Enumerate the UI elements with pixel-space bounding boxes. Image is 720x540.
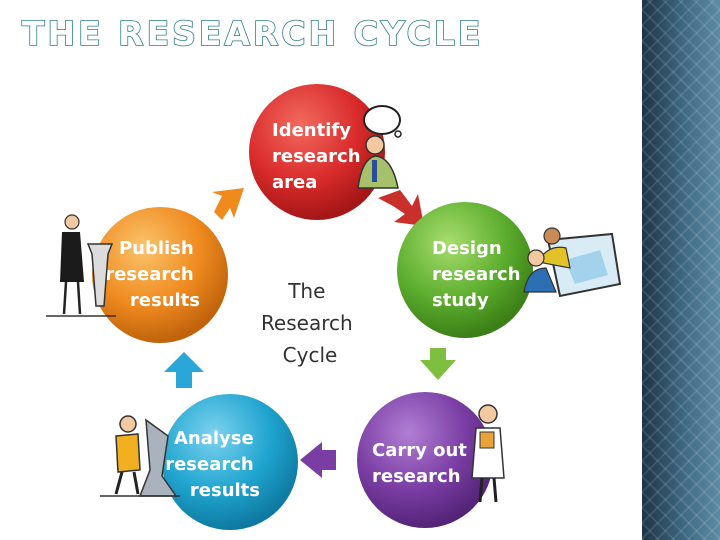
arrow-identify-to-design	[378, 190, 424, 226]
stage-carry-out-circle	[357, 392, 493, 528]
center-label: The Research Cycle	[261, 279, 359, 367]
people-studying-map-icon	[523, 227, 622, 298]
stage-design-label: Design research study	[432, 238, 527, 311]
person-with-microscope-icon	[100, 415, 180, 497]
stage-analyse-label: Analyse research results	[165, 428, 260, 501]
arrow-analyse-to-publish	[164, 352, 204, 388]
speaker-at-podium-icon	[46, 214, 116, 317]
arrow-carry-out-to-analyse	[300, 442, 336, 478]
stage-identify-label: Identify research area	[272, 120, 367, 193]
stage-carry-out-label: Carry out research	[372, 440, 473, 487]
decorative-side-bar	[642, 0, 720, 540]
stage-analyse-circle	[162, 394, 298, 530]
stage-identify-circle	[249, 84, 385, 220]
stage-publish-circle	[92, 207, 228, 343]
stage-publish-label: Publish research results	[105, 238, 200, 311]
thinking-person-icon	[357, 105, 402, 189]
arrow-publish-to-identify	[212, 188, 244, 220]
stage-design-circle	[397, 202, 533, 338]
scientist-with-clipboard-icon	[471, 404, 505, 503]
research-cycle-diagram: Identify research area Design research s…	[46, 84, 622, 530]
arrow-design-to-carry-out	[420, 348, 456, 380]
slide-title: THE RESEARCH CYCLE	[21, 13, 484, 54]
